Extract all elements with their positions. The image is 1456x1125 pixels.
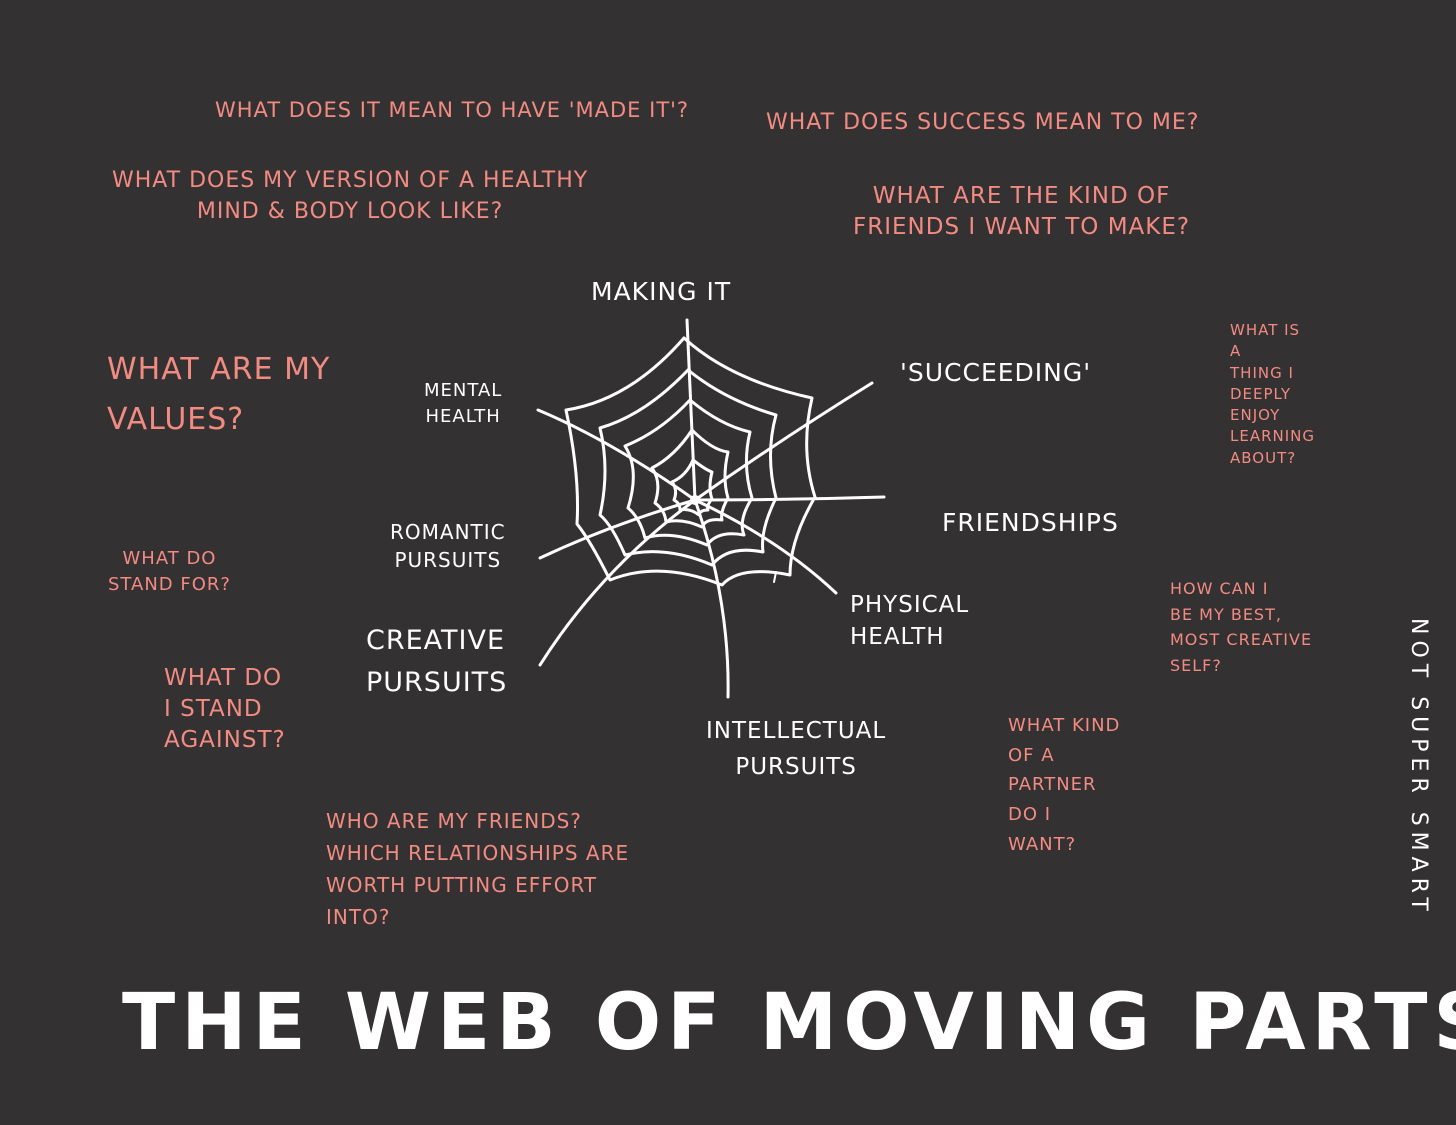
question-values: WHAT ARE MY VALUES? <box>107 352 331 437</box>
web-ring-1 <box>650 428 730 529</box>
label-succeeding: 'SUCCEEDING' <box>900 358 1092 387</box>
label-friendships: FRIENDSHIPS <box>942 508 1119 537</box>
question-learning: WHAT IS A THING I DEEPLY ENJOY LEARNING … <box>1230 321 1316 467</box>
question-who-are-my-friends: WHO ARE MY FRIENDS? WHICH RELATIONSHIPS … <box>326 809 630 929</box>
web-center-dot <box>690 495 700 505</box>
web-spoke-friendships <box>693 495 886 502</box>
label-physical-health: PHYSICAL HEALTH <box>850 592 970 651</box>
label-intellectual-pursuits: INTELLECTUAL PURSUITS <box>706 718 887 780</box>
web-ring-inner <box>670 458 714 517</box>
question-success: WHAT DOES SUCCESS MEAN TO ME? <box>766 110 1200 135</box>
page-title: THE WEB OF MOVING PARTS <box>122 978 1456 1068</box>
web-stray-mark <box>773 571 777 583</box>
label-making-it: MAKING IT <box>591 277 732 306</box>
web-spoke-physical <box>693 498 838 595</box>
question-creative-self: HOW CAN I BE MY BEST, MOST CREATIVE SELF… <box>1170 579 1313 675</box>
side-note: NOT SUPER SMART <box>1406 618 1431 917</box>
label-mental-health: MENTAL HEALTH <box>424 380 503 428</box>
web-ring-2 <box>623 398 754 547</box>
label-creative-pursuits: CREATIVE PURSUITS <box>366 625 508 698</box>
question-made-it: WHAT DOES IT MEAN TO HAVE 'MADE IT'? <box>215 98 690 122</box>
question-stand-for: WHAT DO STAND FOR? <box>108 548 231 596</box>
web-spoke-making-it <box>685 318 697 502</box>
question-partner: WHAT KIND OF A PARTNER DO I WANT? <box>1008 715 1121 855</box>
label-romantic-pursuits: ROMANTIC PURSUITS <box>390 520 506 572</box>
web-spoke-intellectual <box>693 498 730 699</box>
question-stand-against: WHAT DO I STAND AGAINST? <box>164 665 286 754</box>
web-ring-outer <box>564 336 817 587</box>
question-healthy-mind-body: WHAT DOES MY VERSION OF A HEALTHY MIND &… <box>112 168 589 224</box>
web-ring-3 <box>598 368 778 567</box>
web-spoke-romantic <box>538 498 697 560</box>
web-spoke-succeeding <box>693 381 874 502</box>
question-kind-of-friends: WHAT ARE THE KIND OF FRIENDS I WANT TO M… <box>853 183 1191 241</box>
